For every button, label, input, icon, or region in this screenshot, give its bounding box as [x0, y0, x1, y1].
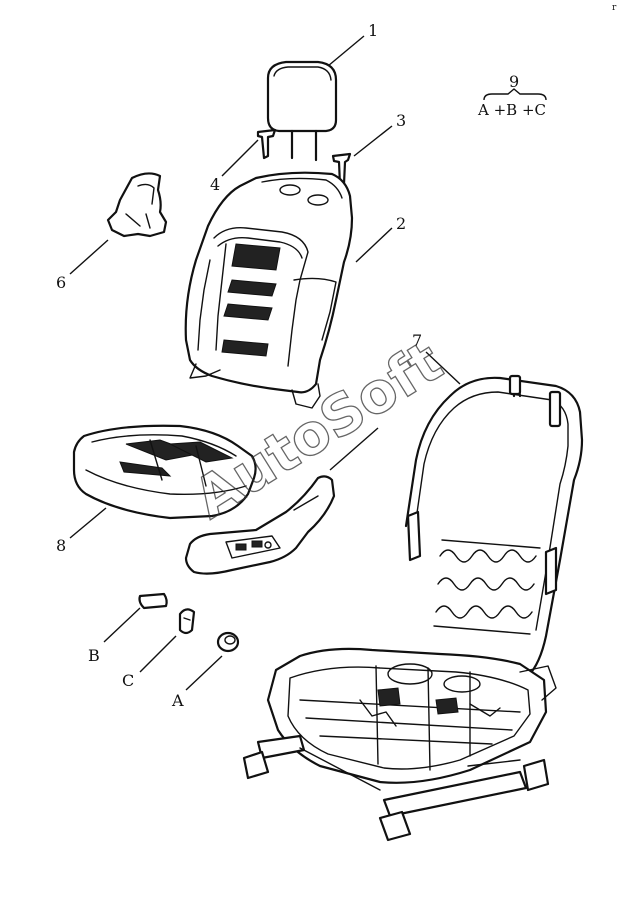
part-a-round-knob [216, 631, 240, 653]
callout-6: 6 [56, 273, 66, 292]
callout-7: 7 [412, 331, 422, 350]
callout-8: 8 [56, 536, 66, 555]
leader-3 [353, 125, 393, 157]
leader-8 [69, 507, 107, 539]
part-b-switch-cap [138, 592, 168, 610]
leader-4 [221, 139, 259, 177]
corner-mark: r [612, 3, 617, 13]
leader-C [139, 635, 177, 673]
callout-B: B [88, 646, 100, 665]
leader-1 [327, 35, 365, 67]
callout-3: 3 [396, 111, 406, 130]
callout-9: 9 [509, 72, 519, 91]
seat-frame-part [242, 374, 584, 842]
side-trim-part [184, 475, 336, 575]
kit-formula: A +B +C [477, 101, 546, 119]
leader-2 [355, 227, 393, 263]
leader-5 [329, 427, 379, 471]
headrest-part [266, 60, 338, 162]
leader-6 [69, 239, 109, 275]
backrest-cover-part [184, 171, 354, 409]
leader-7 [425, 351, 461, 385]
callout-A: A [171, 691, 184, 710]
leader-B [103, 607, 141, 643]
headrest-guide-left-part [256, 128, 277, 160]
part-c-switch-knob [178, 608, 196, 635]
callout-1: 1 [368, 21, 378, 40]
bracket-part [106, 172, 168, 238]
kit-brace [483, 88, 547, 101]
cushion-cover-part [72, 424, 257, 520]
leader-A [185, 655, 223, 691]
callout-C: C [122, 671, 134, 690]
callout-2: 2 [396, 214, 406, 233]
callout-4: 4 [210, 175, 220, 194]
